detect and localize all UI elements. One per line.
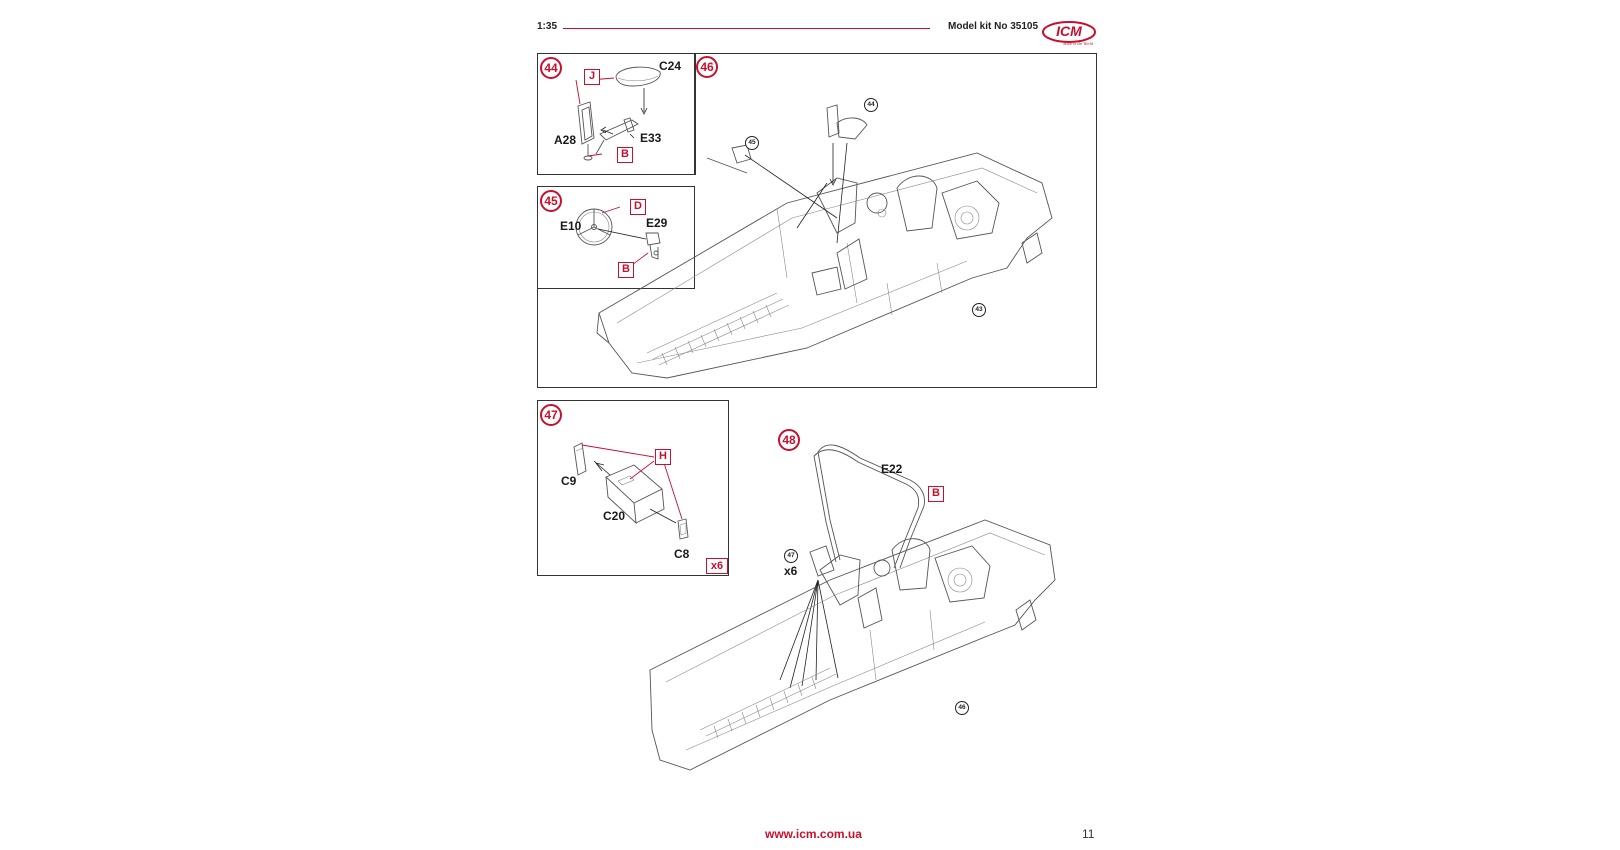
step-48-ref-46: 46 — [955, 701, 969, 715]
icm-logo: ICM Made in the World — [1040, 14, 1098, 48]
part-c8-label: C8 — [674, 547, 690, 561]
step-47-number: 47 — [540, 404, 562, 426]
part-c24-label: C24 — [659, 59, 682, 73]
step-44-color-b: B — [617, 147, 633, 163]
step-45-drawing — [575, 206, 661, 266]
step-46-hull-drawing — [596, 104, 1053, 379]
step-47-drawing — [573, 442, 689, 540]
page-number: 11 — [1082, 827, 1095, 841]
part-c20-label: C20 — [603, 509, 626, 523]
logo-text: ICM — [1056, 23, 1082, 39]
step-46-ref-43: 43 — [972, 303, 986, 317]
step-47-panel: 47 H C9 C20 C8 x6 — [537, 400, 729, 576]
step-46-frame-right — [695, 175, 1097, 289]
step-46-ref-45: 45 — [745, 136, 759, 150]
step-47-color-h: H — [655, 449, 671, 465]
model-kit-label: Model kit No 35105 — [948, 21, 1039, 32]
step-45-number: 45 — [540, 190, 562, 212]
step-44-color-j: J — [584, 69, 600, 85]
logo-tagline: Made in the World — [1062, 41, 1094, 46]
step-45-color-d: D — [630, 199, 646, 215]
step-44-panel: 44 J B C24 A28 E33 — [537, 53, 695, 175]
step-44-number: 44 — [540, 57, 562, 79]
step-48-number: 48 — [778, 429, 800, 451]
footer-url[interactable]: www.icm.com.ua — [765, 827, 862, 841]
step-48-hull-drawing — [649, 444, 1056, 771]
step-48-color-b: B — [928, 486, 944, 502]
part-a28-label: A28 — [554, 133, 577, 147]
part-e29-label: E29 — [646, 216, 668, 230]
scale-label: 1:35 — [537, 21, 558, 32]
step-44-drawing — [575, 66, 661, 161]
part-e10-label: E10 — [560, 219, 582, 233]
header-rule — [563, 28, 930, 29]
step-46-ref-44: 44 — [864, 98, 878, 112]
part-e33-label: E33 — [640, 131, 662, 145]
step-47-quantity: x6 — [706, 558, 728, 574]
step-46-frame-lower — [537, 289, 1097, 388]
step-48-ref-47: 47 — [784, 549, 798, 563]
part-c9-label: C9 — [561, 474, 577, 488]
step-46-frame — [695, 53, 1097, 175]
step-45-color-b: B — [618, 262, 634, 278]
step-46-number: 46 — [696, 56, 718, 78]
step-48-quantity: x6 — [784, 564, 798, 578]
part-e22-label: E22 — [881, 462, 903, 476]
